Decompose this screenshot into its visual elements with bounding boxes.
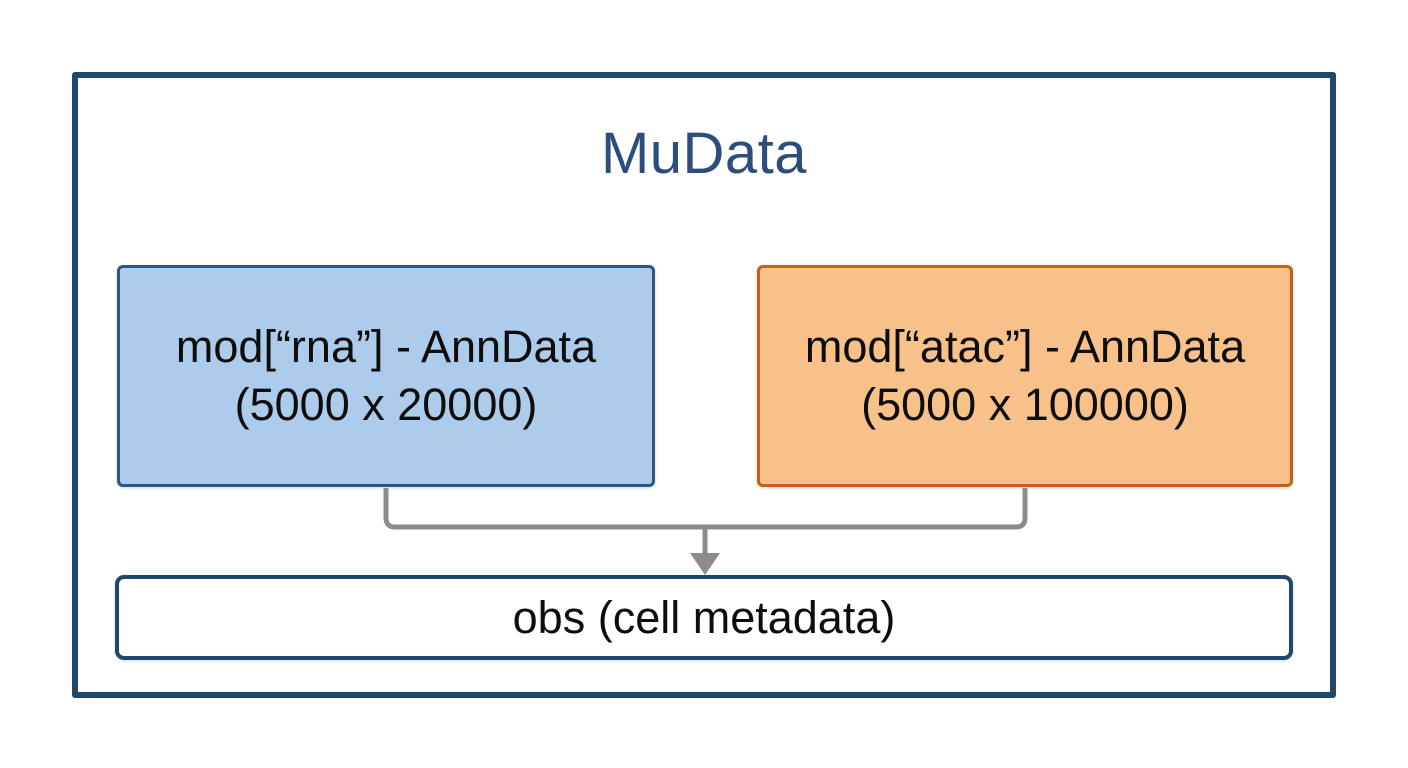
mod-atac-label-line1: mod[“atac”] - AnnData: [804, 321, 1246, 372]
connector-lines: [383, 488, 1028, 530]
mudata-container-box: MuData mod[“rna”] - AnnData (5000 x 2000…: [72, 72, 1336, 698]
diagram-title: MuData: [600, 121, 808, 186]
mod-atac-label: mod[“atac”] - AnnData (5000 x 100000): [805, 318, 1245, 434]
mod-rna-label-line2: (5000 x 20000): [234, 379, 538, 430]
obs-label: obs (cell metadata): [512, 591, 896, 643]
mod-atac-box: mod[“atac”] - AnnData (5000 x 100000): [757, 265, 1293, 487]
mod-rna-box: mod[“rna”] - AnnData (5000 x 20000): [117, 265, 655, 487]
obs-box: obs (cell metadata): [115, 575, 1293, 660]
mod-rna-label-line1: mod[“rna”] - AnnData: [175, 321, 597, 372]
mod-rna-label: mod[“rna”] - AnnData (5000 x 20000): [176, 318, 596, 434]
mod-atac-label-line2: (5000 x 100000): [861, 379, 1189, 430]
arrow-head-icon: [690, 553, 720, 575]
